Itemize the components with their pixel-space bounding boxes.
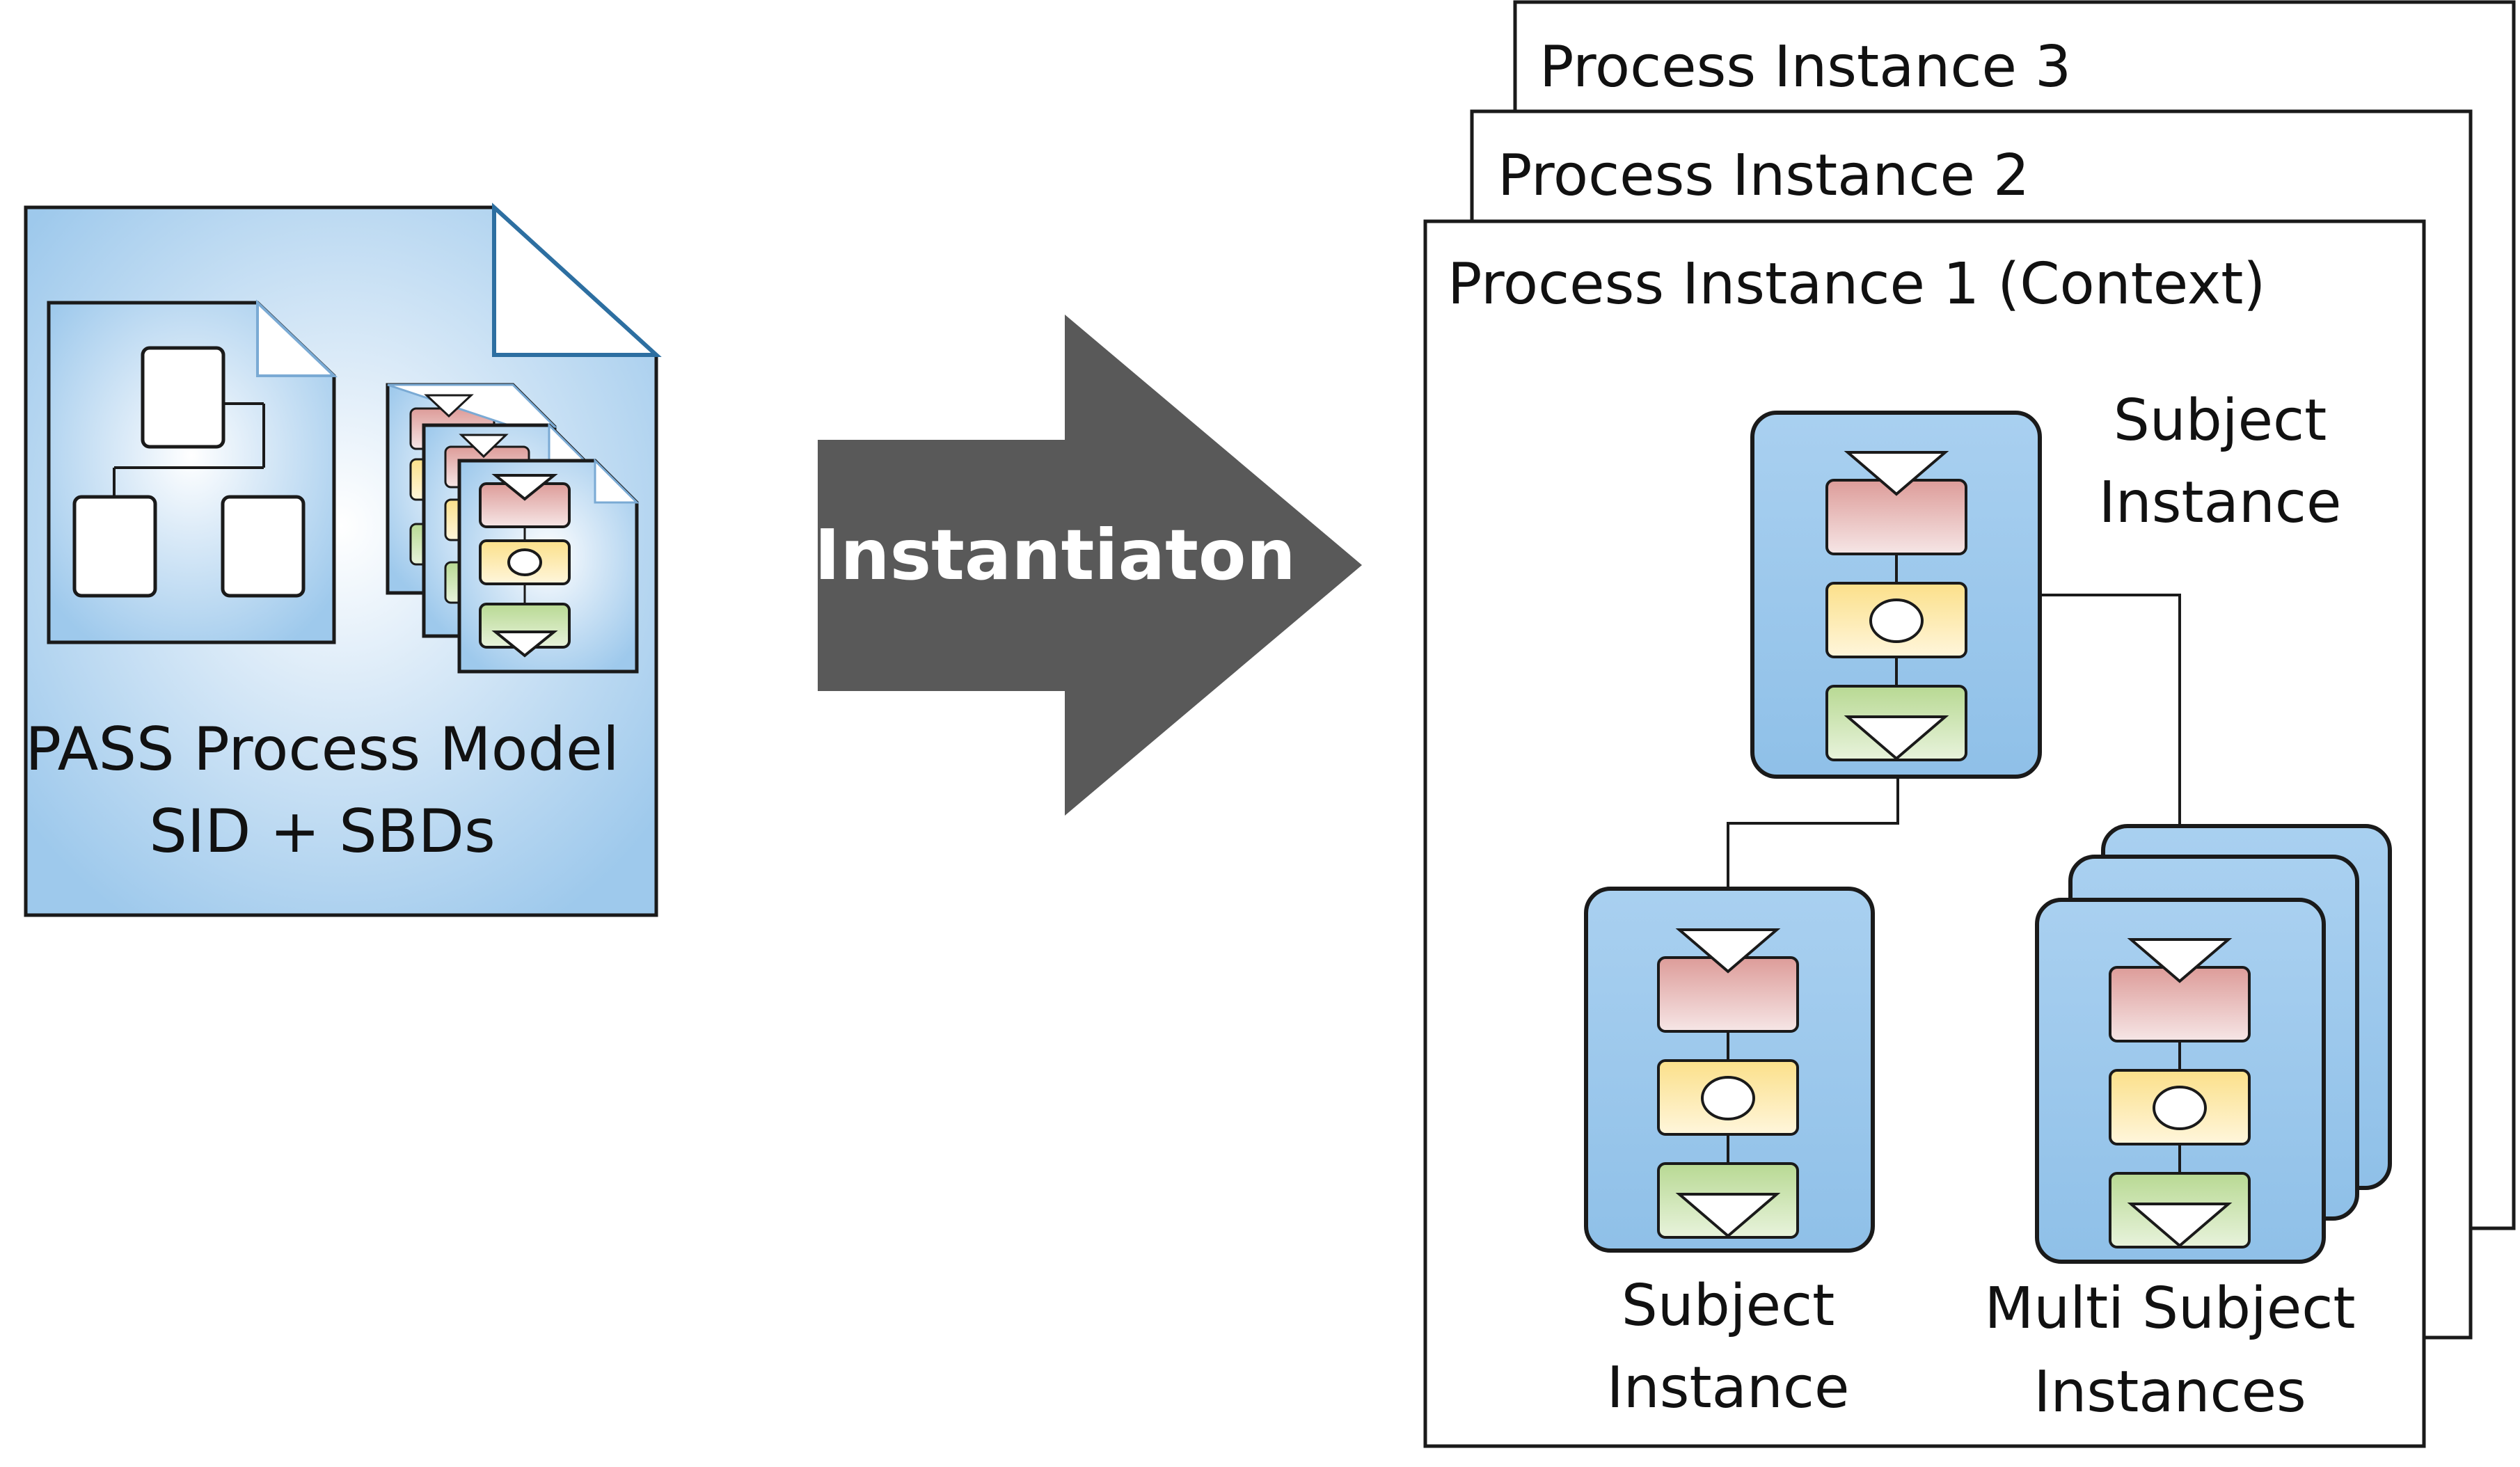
sid-document-icon (47, 299, 338, 644)
subject-instance-bottom-label-2: Instance (1607, 1355, 1850, 1421)
subject-instance-bottom-label-1: Subject (1622, 1273, 1835, 1339)
subject-instance-top-label-1: Subject (2114, 388, 2327, 454)
process-instance-1-label: Process Instance 1 (Context) (1448, 251, 2265, 317)
process-instance-3-label: Process Instance 3 (1539, 34, 2071, 100)
pass-process-model-label: PASS Process Model (25, 715, 619, 784)
pass-process-model-document: PASS Process Model SID + SBDs (24, 203, 662, 917)
process-instance-2-label: Process Instance 2 (1498, 143, 2029, 209)
multi-subject-label-2: Instances (2034, 1359, 2306, 1425)
sbd-documents-icon (386, 383, 640, 674)
instantiation-label: Instantiaton (814, 514, 1296, 596)
subject-instance-top-label-2: Instance (2099, 470, 2342, 536)
subject-connectors (1727, 594, 2181, 889)
multi-subject-instances (2035, 824, 2392, 1264)
sid-sbds-label: SID + SBDs (149, 797, 496, 866)
subject-instance-top (1750, 411, 2042, 779)
multi-subject-label-1: Multi Subject (1984, 1276, 2355, 1342)
process-instance-1-context: Process Instance 1 (Context) Subject Ins… (1423, 219, 2426, 1448)
subject-instance-bottom-left (1584, 887, 1875, 1253)
instantiation-arrow: Instantiaton (814, 315, 1362, 816)
